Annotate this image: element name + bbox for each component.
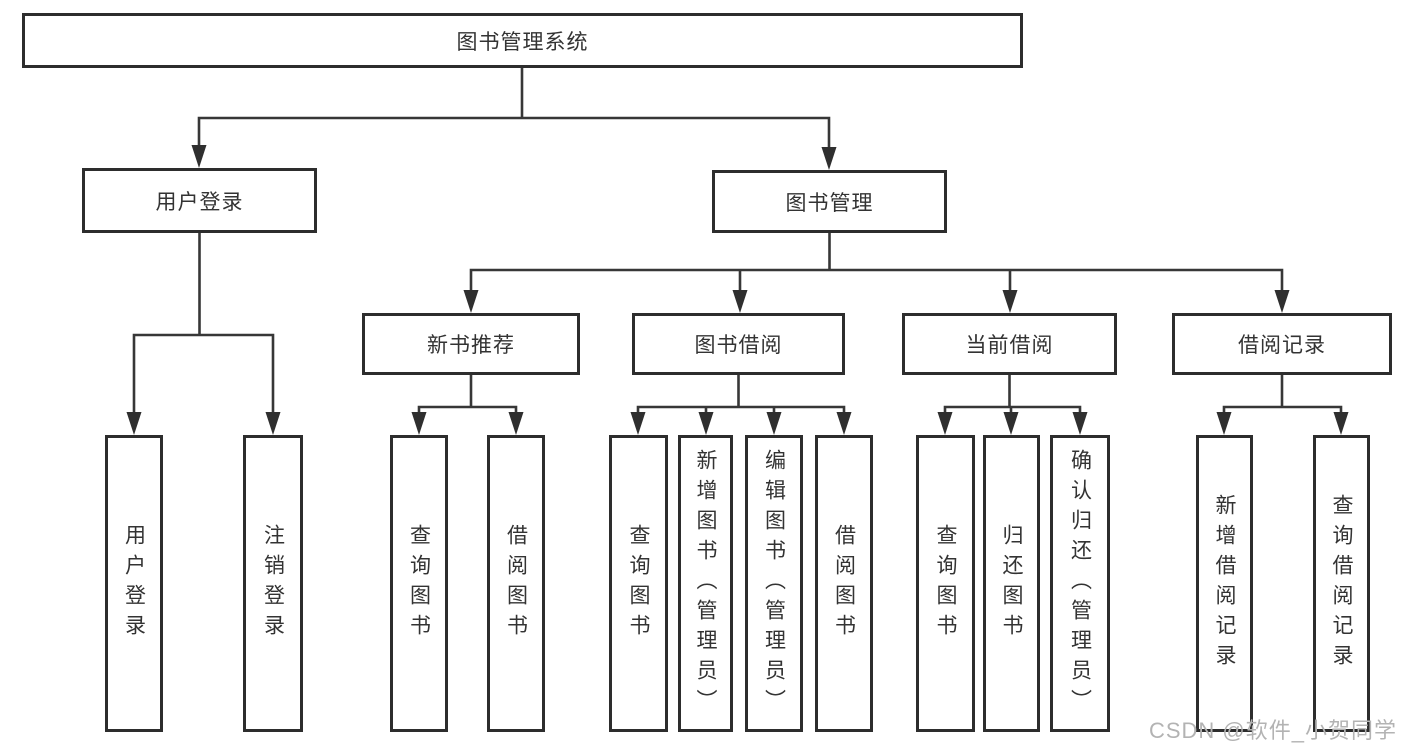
- leaf-query-book-2: 查询图书: [609, 435, 668, 732]
- node-label: 图书管理系统: [456, 30, 589, 54]
- arrow-down-icon: [821, 147, 837, 170]
- arrow-down-icon: [766, 412, 782, 435]
- connector-elbows: [132, 68, 1343, 414]
- wire-records-children: [1222, 405, 1343, 414]
- wire-currentborrow-children: [943, 405, 1082, 414]
- arrow-down-icon: [1002, 290, 1018, 313]
- arrow-down-icon: [937, 412, 953, 435]
- leaf-query-borrow-record: 查询借阅记录: [1313, 435, 1370, 732]
- node-label: 当前借阅: [965, 334, 1054, 357]
- node-label: 借阅图书: [504, 523, 528, 644]
- node-label: 借阅图书: [832, 523, 856, 644]
- wire-bookmgmt-children: [469, 268, 1284, 291]
- arrow-down-icon: [508, 412, 524, 435]
- arrow-down-icon: [191, 145, 207, 168]
- node-label: 新增图书（管理员）: [694, 448, 717, 719]
- node-label: 注销登录: [261, 523, 285, 644]
- node-label: 用户登录: [122, 523, 146, 644]
- node-new-book-recommend: 新书推荐: [362, 313, 580, 375]
- arrow-down-icon: [732, 290, 748, 313]
- leaf-query-book-3: 查询图书: [916, 435, 975, 732]
- leaf-add-book-admin: 新增图书（管理员）: [678, 435, 733, 732]
- arrow-down-icon: [1072, 412, 1088, 435]
- node-label: 用户登录: [155, 190, 244, 214]
- node-label: 查询图书: [934, 523, 957, 644]
- arrow-down-icon: [1274, 290, 1290, 313]
- wire-root-to-level2: [197, 116, 831, 148]
- wire-userlogin-children: [132, 333, 275, 413]
- arrow-down-icon: [630, 412, 646, 435]
- node-label: 归还图书: [1000, 523, 1023, 644]
- node-label: 确认归还（管理员）: [1068, 448, 1092, 719]
- arrow-down-icon: [1216, 412, 1232, 435]
- arrow-down-icon: [1003, 412, 1019, 435]
- node-user-login: 用户登录: [82, 168, 317, 233]
- wire-bookborrow-children: [636, 405, 846, 414]
- leaf-edit-book-admin: 编辑图书（管理员）: [745, 435, 803, 732]
- node-label: 新增借阅记录: [1213, 493, 1236, 674]
- arrow-down-icon: [836, 412, 852, 435]
- wire-newbook-children: [417, 405, 518, 414]
- arrow-down-icon: [463, 290, 479, 313]
- leaf-add-borrow-record: 新增借阅记录: [1196, 435, 1253, 732]
- node-borrow-records: 借阅记录: [1172, 313, 1392, 375]
- node-current-borrowing: 当前借阅: [902, 313, 1117, 375]
- arrow-down-icon: [126, 412, 142, 435]
- leaf-query-book-1: 查询图书: [390, 435, 448, 732]
- arrow-down-icon: [411, 412, 427, 435]
- node-label: 图书管理: [785, 191, 874, 215]
- leaf-return-book: 归还图书: [983, 435, 1040, 732]
- node-label: 查询借阅记录: [1330, 493, 1353, 674]
- node-book-management: 图书管理: [712, 170, 947, 233]
- node-label: 编辑图书（管理员）: [762, 448, 786, 719]
- node-label: 查询图书: [407, 523, 431, 644]
- node-label: 新书推荐: [427, 334, 515, 357]
- arrow-down-icon: [698, 412, 714, 435]
- leaf-user-login: 用户登录: [105, 435, 163, 732]
- arrowheads: [126, 145, 1349, 435]
- leaf-confirm-return-admin: 确认归还（管理员）: [1050, 435, 1110, 732]
- node-book-borrowing: 图书借阅: [632, 313, 845, 375]
- leaf-logout: 注销登录: [243, 435, 303, 732]
- node-label: 借阅记录: [1238, 334, 1326, 357]
- arrow-down-icon: [265, 412, 281, 435]
- arrow-down-icon: [1333, 412, 1349, 435]
- csdn-watermark: CSDN @软件_小贺同学: [1148, 718, 1397, 743]
- leaf-borrow-book-2: 借阅图书: [815, 435, 873, 732]
- node-label: 图书借阅: [694, 334, 783, 357]
- node-label: 查询图书: [627, 523, 650, 644]
- leaf-borrow-book-1: 借阅图书: [487, 435, 545, 732]
- node-library-system: 图书管理系统: [22, 13, 1023, 68]
